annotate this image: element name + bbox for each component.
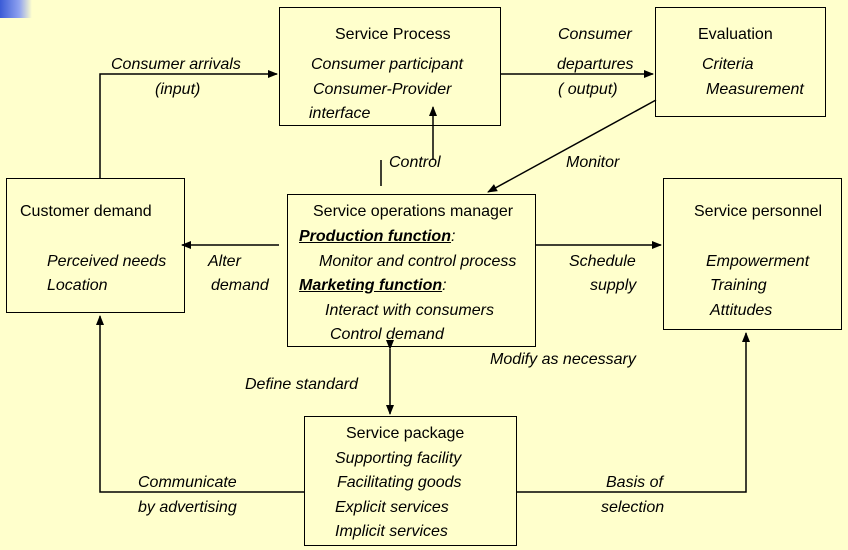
communicate-arrow bbox=[96, 315, 304, 493]
evaluation-title: Evaluation bbox=[698, 26, 773, 43]
modify-label: Modify as necessary bbox=[490, 351, 636, 368]
service-personnel-title: Service personnel bbox=[694, 203, 823, 220]
marketing-function-heading: Marketing function: bbox=[299, 278, 447, 294]
basis-label: selection bbox=[601, 499, 665, 516]
service-package-title: Service package bbox=[346, 425, 465, 442]
service-package-item: Explicit services bbox=[335, 499, 449, 516]
evaluation-item: Measurement bbox=[706, 81, 804, 98]
production-function-item: Monitor and control process bbox=[319, 253, 517, 270]
customer-demand-title: Customer demand bbox=[20, 203, 152, 220]
basis-arrow bbox=[517, 332, 750, 493]
monitor-label: Monitor bbox=[566, 154, 620, 171]
service-package-item: Supporting facility bbox=[335, 450, 462, 467]
customer-demand-item: Location bbox=[47, 277, 108, 294]
service-personnel-box bbox=[663, 178, 842, 330]
production-function-label: Production function bbox=[299, 228, 451, 245]
alter-demand-label: Alter bbox=[208, 253, 241, 270]
evaluation-item: Criteria bbox=[702, 56, 754, 73]
monitor-arrow bbox=[487, 99, 657, 193]
service-package-box bbox=[304, 416, 517, 546]
marketing-function-item: Interact with consumers bbox=[325, 302, 494, 319]
marketing-function-label: Marketing function bbox=[299, 277, 443, 294]
alter-demand-label: demand bbox=[211, 277, 269, 294]
operations-manager-title: Service operations manager bbox=[313, 203, 514, 220]
production-function-colon: : bbox=[450, 228, 456, 245]
departures-label: Consumer bbox=[558, 26, 632, 43]
arrivals-arrow bbox=[99, 70, 278, 178]
service-process-item: interface bbox=[309, 105, 371, 122]
slide-corner-accent bbox=[0, 0, 32, 18]
departures-label: ( output) bbox=[558, 81, 618, 98]
service-process-item: Consumer-Provider bbox=[313, 81, 452, 98]
service-personnel-item: Training bbox=[710, 277, 767, 294]
schedule-supply-label: supply bbox=[590, 277, 637, 294]
operations-manager-box bbox=[287, 194, 536, 347]
production-function-heading: Production function: bbox=[299, 229, 455, 245]
communicate-label: by advertising bbox=[138, 499, 237, 516]
service-process-item: Consumer participant bbox=[311, 56, 464, 73]
service-personnel-item: Empowerment bbox=[706, 253, 810, 270]
communicate-label: Communicate bbox=[138, 474, 237, 491]
service-package-item: Implicit services bbox=[335, 523, 448, 540]
service-package-item: Facilitating goods bbox=[337, 474, 462, 491]
service-process-box bbox=[279, 7, 501, 126]
basis-label: Basis of bbox=[606, 474, 663, 491]
departures-label: departures bbox=[557, 56, 634, 73]
schedule-supply-label: Schedule bbox=[569, 253, 636, 270]
marketing-function-item: Control demand bbox=[330, 326, 444, 343]
arrivals-label: (input) bbox=[155, 81, 201, 98]
arrivals-label: Consumer arrivals bbox=[111, 56, 241, 73]
define-standard-label: Define standard bbox=[245, 376, 358, 393]
control-label: Control bbox=[389, 154, 441, 171]
service-personnel-item: Attitudes bbox=[710, 302, 773, 319]
marketing-function-colon: : bbox=[442, 277, 447, 294]
evaluation-box bbox=[655, 7, 826, 117]
customer-demand-item: Perceived needs bbox=[47, 253, 167, 270]
service-process-title: Service Process bbox=[335, 26, 451, 43]
